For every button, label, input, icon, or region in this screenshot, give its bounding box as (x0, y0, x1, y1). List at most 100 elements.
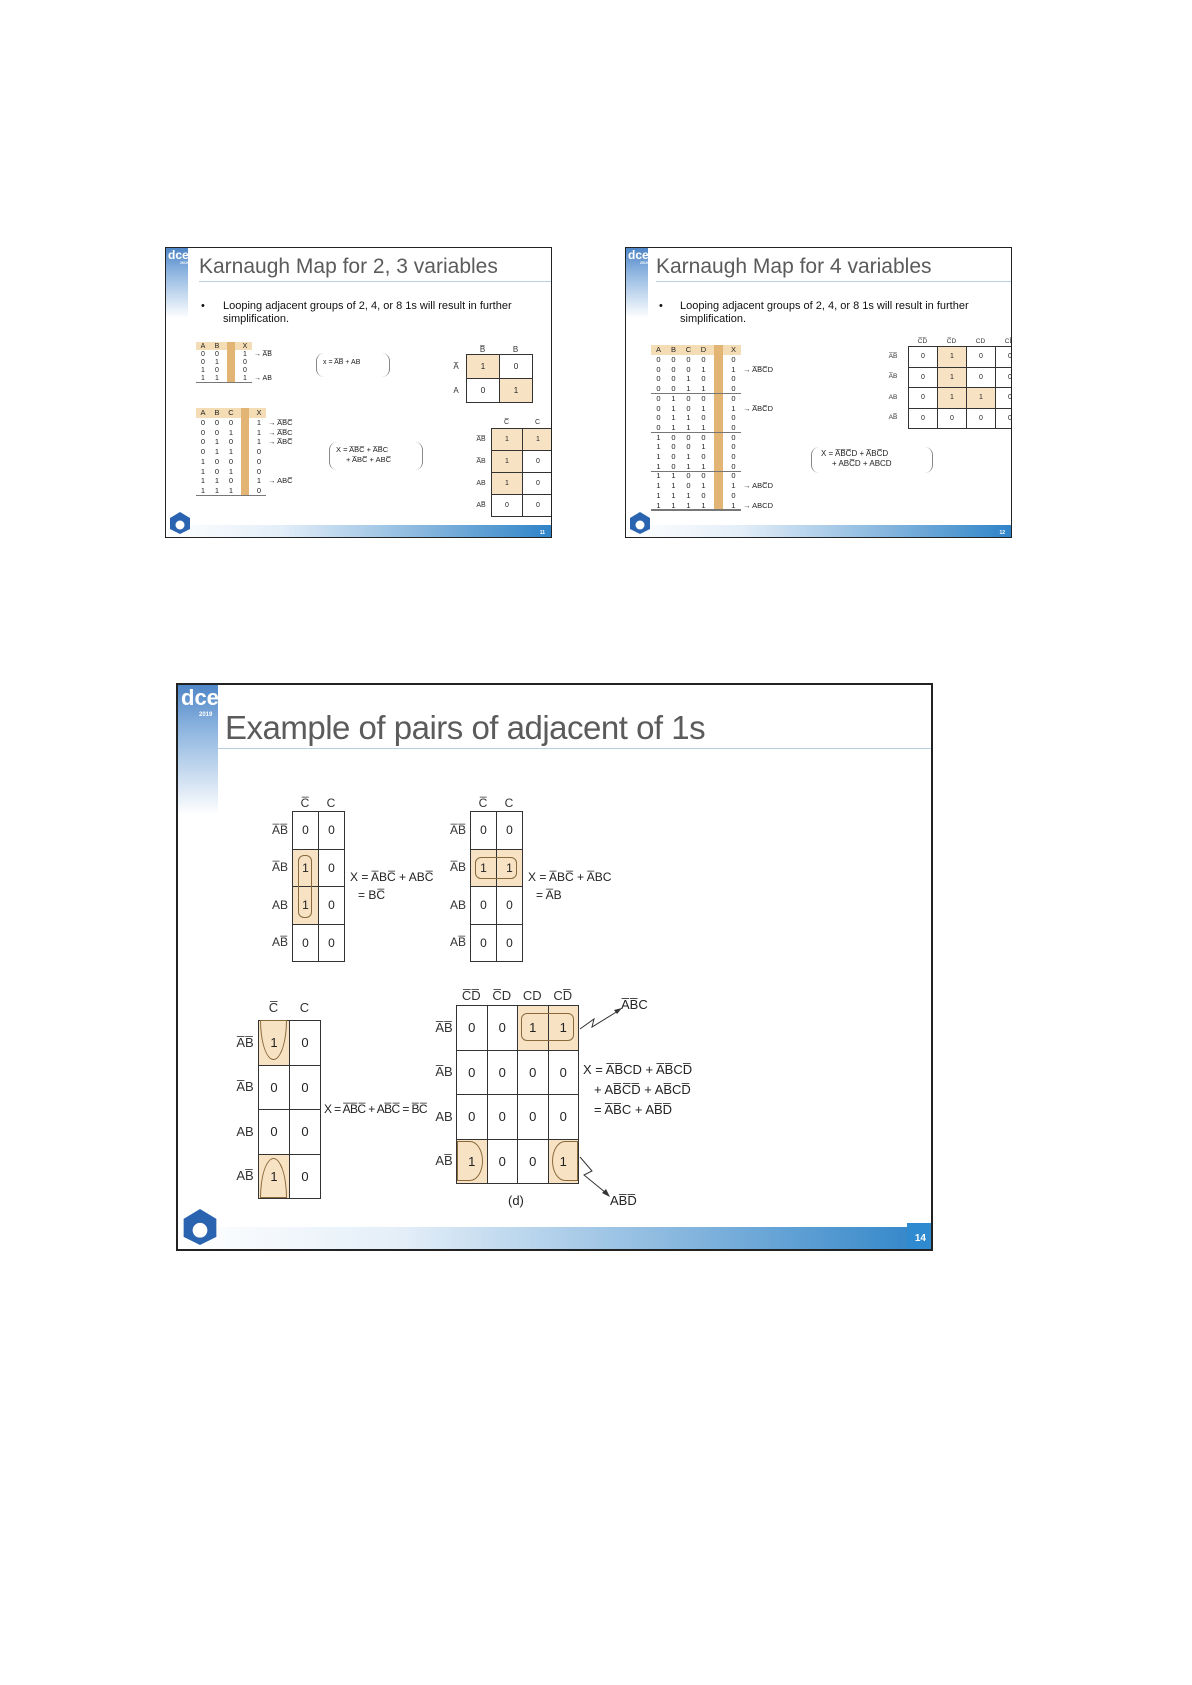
kmap-cell: 0 (908, 366, 938, 388)
truth-table-cell: 0 (656, 403, 661, 413)
kmap-row-header: A̅B (476, 457, 486, 465)
truth-table-column-header: X (242, 342, 248, 350)
truth-table-cell (711, 491, 726, 501)
truth-table-cell: 1 (200, 485, 206, 495)
corner-decoration (626, 248, 648, 318)
university-logo-icon (170, 512, 190, 534)
truth-table-cell (238, 447, 252, 457)
equation-d-line2: + AB̅C̅D̅ + AB̅CD̅ (594, 1082, 691, 1097)
truth-table-cell: 0 (215, 350, 219, 358)
truth-table-annotation: → A̅B̅C (268, 427, 293, 437)
truth-table-cell: 1 (671, 471, 676, 481)
truth-table-cell: 0 (228, 456, 234, 466)
truth-table-annotation: → A̅BC̅ (268, 437, 293, 447)
truth-table-cell: 0 (656, 422, 661, 432)
group-loop (475, 856, 517, 879)
truth-table-column-header: X (256, 408, 262, 418)
kmap-cell: 0 (908, 387, 938, 409)
kmap-cell: 0 (517, 1049, 549, 1095)
truth-table-header-bg (651, 345, 741, 355)
truth-table-column-header: A (655, 345, 661, 355)
slide-12: dce 2019 Karnaugh Map for 4 variables • … (625, 247, 1012, 538)
equation-line1: X = A̅B̅C̅D + A̅BC̅D (821, 449, 889, 458)
truth-table-column-header: A (200, 342, 206, 350)
truth-table-annotation: → ABCD (743, 500, 774, 510)
kmap-col-header: C (326, 795, 336, 810)
truth-table-cell: 0 (731, 452, 736, 462)
kmap-col-header: CD (975, 337, 986, 345)
kmap-row-header: A̅ (453, 361, 459, 371)
truth-table-cell: 1 (656, 461, 661, 471)
truth-table-cell: 1 (701, 500, 706, 510)
truth-table-cell (711, 452, 726, 462)
truth-table-cell: 1 (731, 500, 736, 510)
truth-table-cell: 1 (201, 374, 205, 382)
truth-table-cell: 1 (671, 500, 676, 510)
kmap-cell: 0 (496, 923, 523, 962)
truth-table-column-header: A (200, 408, 206, 418)
kmap-row-header: AB (236, 1123, 254, 1139)
group-loop (298, 854, 312, 918)
truth-table-cell: 0 (214, 466, 220, 476)
kmap-cell: 0 (908, 407, 938, 429)
title-underline (218, 748, 931, 749)
logo-text: dce (181, 685, 219, 710)
truth-table-annotation: → A̅B̅ (254, 350, 272, 358)
truth-table-cell: 1 (256, 437, 262, 447)
equation-line2: + ABC̅D + ABCD (832, 459, 892, 468)
truth-table-cell: 0 (200, 427, 206, 437)
truth-table-cell: 1 (701, 442, 706, 452)
page-number: 11 (539, 530, 545, 536)
truth-table-cell: 1 (243, 350, 247, 358)
truth-table-header-bg (196, 408, 266, 418)
truth-table-cell: 0 (671, 374, 676, 384)
equation-brace (811, 447, 933, 473)
truth-table-cell: 1 (228, 485, 234, 495)
kmap-col-header: C̅ (268, 1000, 279, 1015)
kmap-cell: 0 (318, 923, 345, 962)
truth-table-cell: 0 (256, 447, 262, 457)
kmap-row-header: A̅B (271, 860, 288, 875)
truth-table-cell: 1 (671, 403, 676, 413)
truth-table-cell (238, 466, 252, 476)
truth-table-cell: 1 (731, 403, 736, 413)
truth-table-cell: 0 (731, 461, 736, 471)
truth-table-cell (711, 394, 726, 404)
equation-2var: x = A̅B̅ + AB (323, 359, 361, 366)
kmap-row-header: A̅B̅ (435, 1019, 453, 1035)
truth-table-column-header: X (730, 345, 736, 355)
truth-table-cell: 0 (201, 350, 205, 358)
truth-table-cell: 1 (214, 437, 220, 447)
equation-3var-line2: + A̅BC̅ + ABC̅ (346, 455, 392, 464)
truth-table-cell: 0 (701, 432, 706, 442)
truth-table-column-header (224, 342, 238, 350)
kmap-cell: 0 (258, 1109, 290, 1155)
kmap-row-header: AB̅ (435, 1153, 453, 1169)
kmap-col-header: B̅ (479, 344, 486, 354)
kmap-cell: 0 (995, 346, 1011, 368)
truth-table-cell: 0 (731, 355, 736, 365)
equation-brace (316, 353, 390, 377)
kmap-cell: 0 (995, 407, 1011, 429)
kmap-cell: 0 (937, 407, 967, 429)
truth-table-divider (226, 342, 236, 382)
truth-table-cell: 0 (671, 452, 676, 462)
truth-table-cell: 0 (731, 374, 736, 384)
truth-table-cell: 1 (656, 471, 661, 481)
kmap-cell: 0 (517, 1138, 549, 1184)
truth-table-cell (711, 364, 726, 374)
kmap-col-header: CD̅ (1004, 337, 1011, 345)
kmap-cell: 0 (908, 346, 938, 368)
truth-table-cell: 0 (256, 466, 262, 476)
truth-table-cell: 1 (671, 413, 676, 423)
corner-decoration (166, 248, 188, 318)
kmap-cell: 0 (547, 1049, 579, 1095)
kmap-row-header: AB (888, 393, 898, 401)
kmap-col-header: C (534, 418, 541, 426)
page-number: 14 (914, 1233, 926, 1244)
label-top-group: A̅B̅C (621, 997, 648, 1012)
page-number: 12 (999, 530, 1005, 536)
truth-table-cell (711, 432, 726, 442)
logo-year: 2019 (199, 712, 213, 718)
truth-table-cell: 0 (701, 413, 706, 423)
